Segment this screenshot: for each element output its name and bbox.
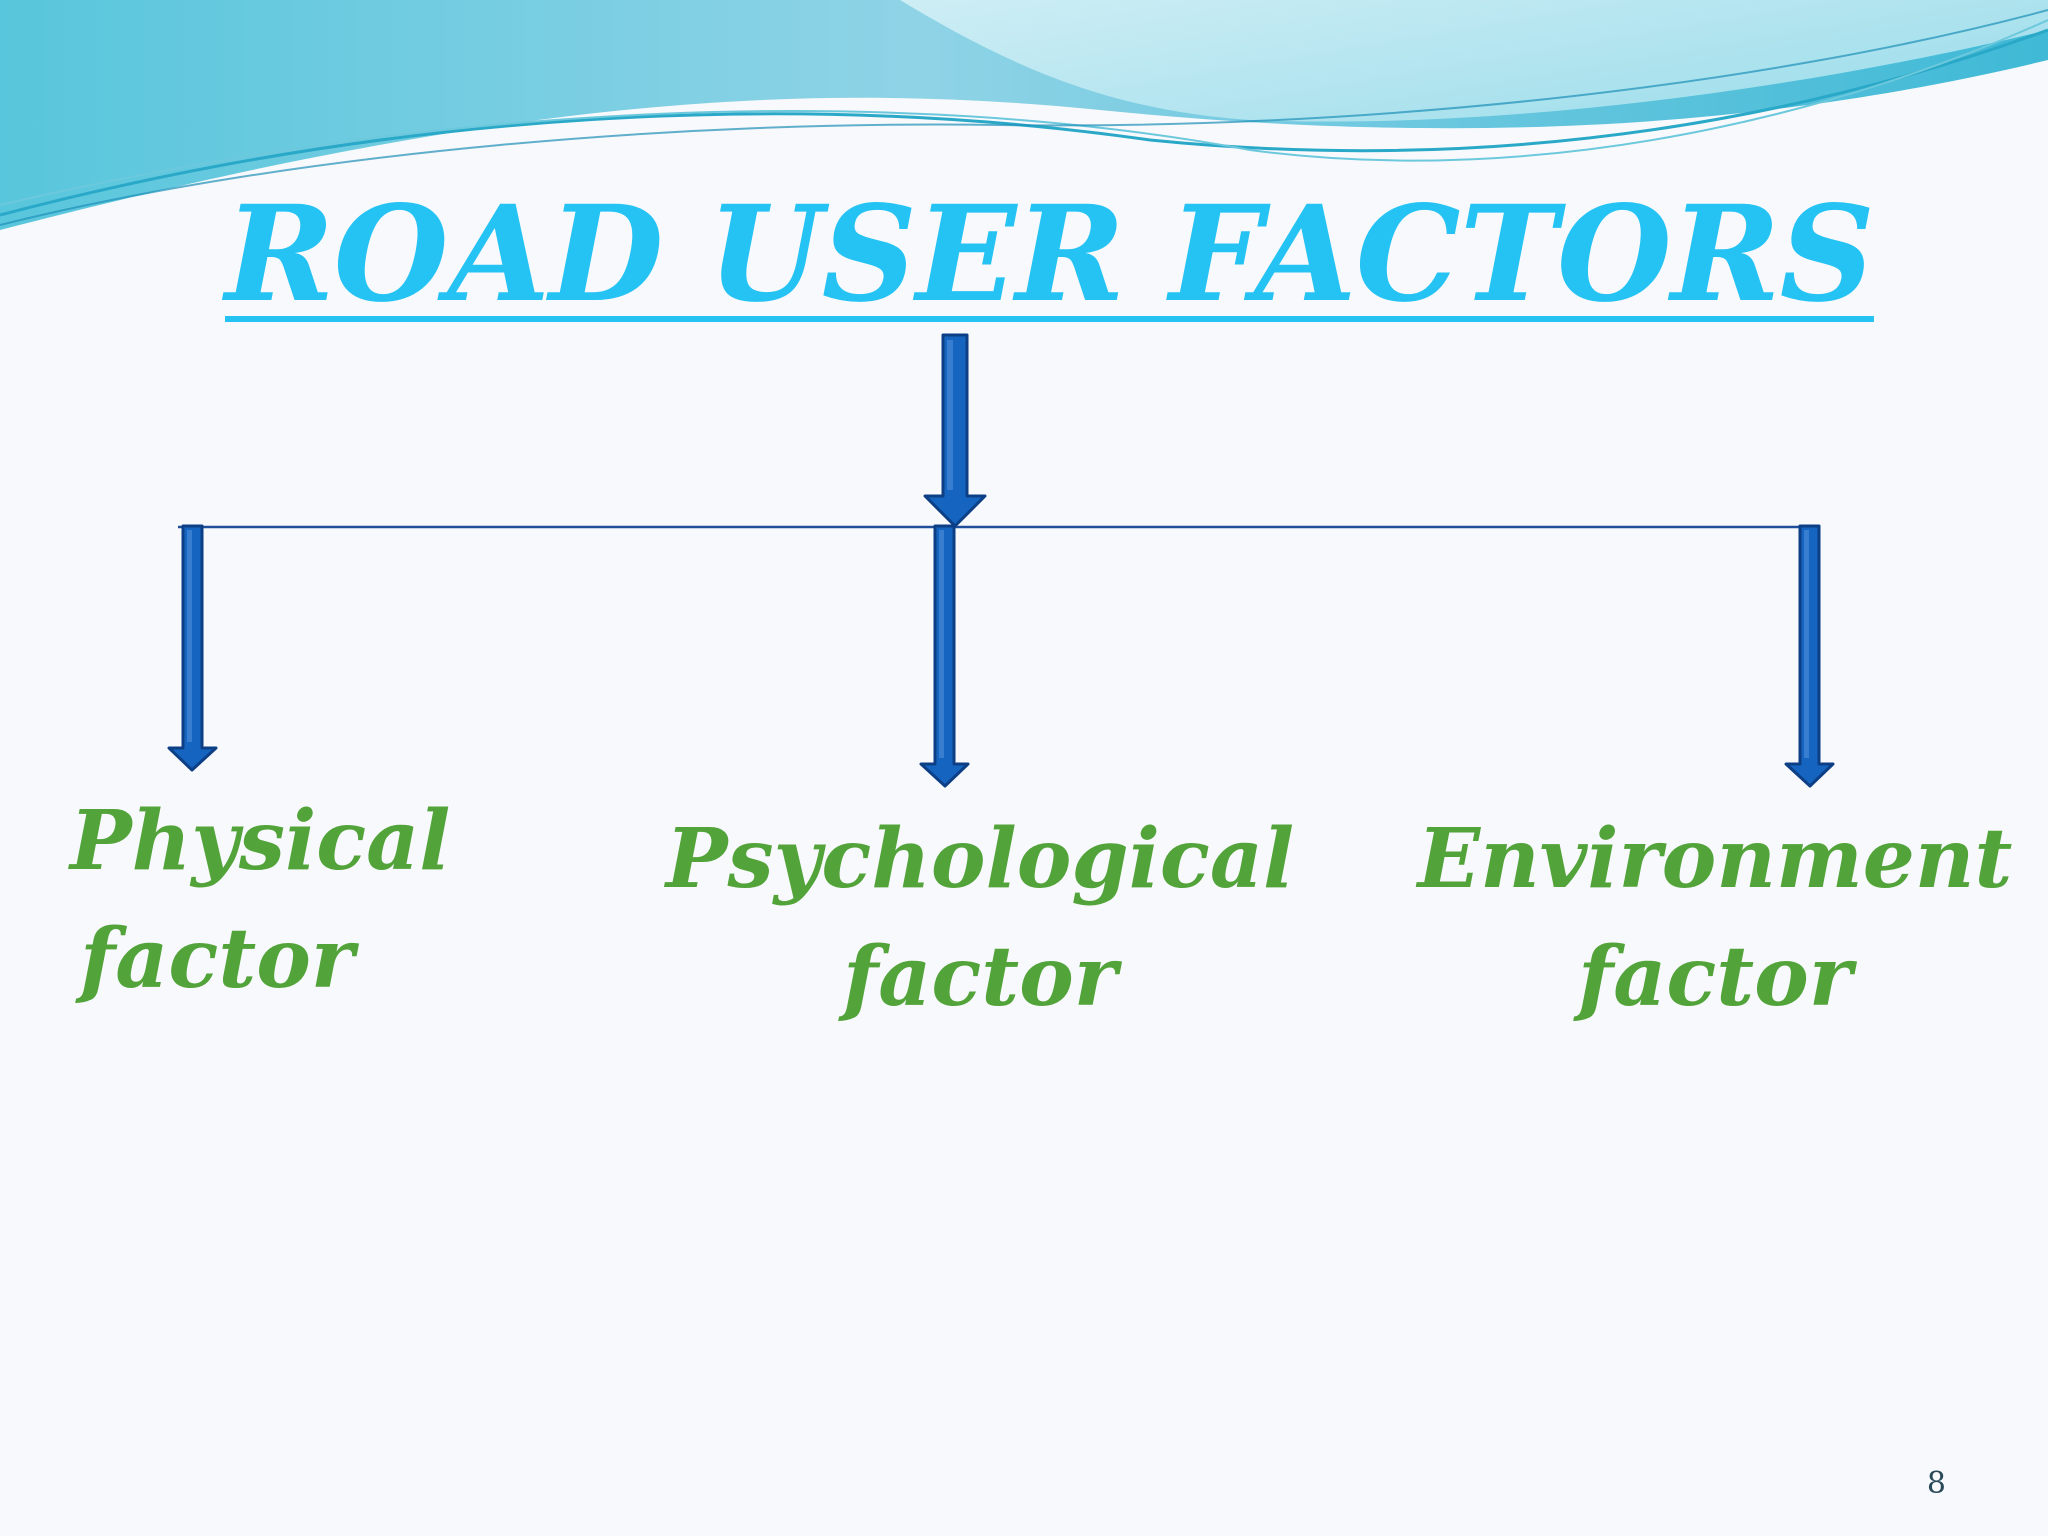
factor-environment-line2: factor [1577, 929, 1853, 1025]
factor-psychological: Psychological factor [640, 800, 1320, 1036]
factor-environment-line1: Environment [1417, 811, 2013, 907]
arrow-to-psychological [919, 524, 970, 788]
factor-physical: Physical factor [70, 782, 490, 1018]
slide-title: ROAD USER FACTORS [225, 177, 1875, 332]
arrow-to-physical [167, 524, 218, 772]
factor-environment: Environment factor [1395, 800, 2035, 1036]
factor-physical-line1: Physical [70, 793, 451, 889]
arrow-to-environment [1784, 524, 1835, 788]
factor-psychological-line2: factor [842, 929, 1118, 1025]
header-wave-decoration [0, 0, 2048, 230]
factor-psychological-line1: Psychological [665, 811, 1295, 907]
title-down-arrow [923, 333, 987, 528]
page-number: 8 [1926, 1466, 1946, 1501]
factor-physical-line2: factor [80, 911, 355, 1007]
